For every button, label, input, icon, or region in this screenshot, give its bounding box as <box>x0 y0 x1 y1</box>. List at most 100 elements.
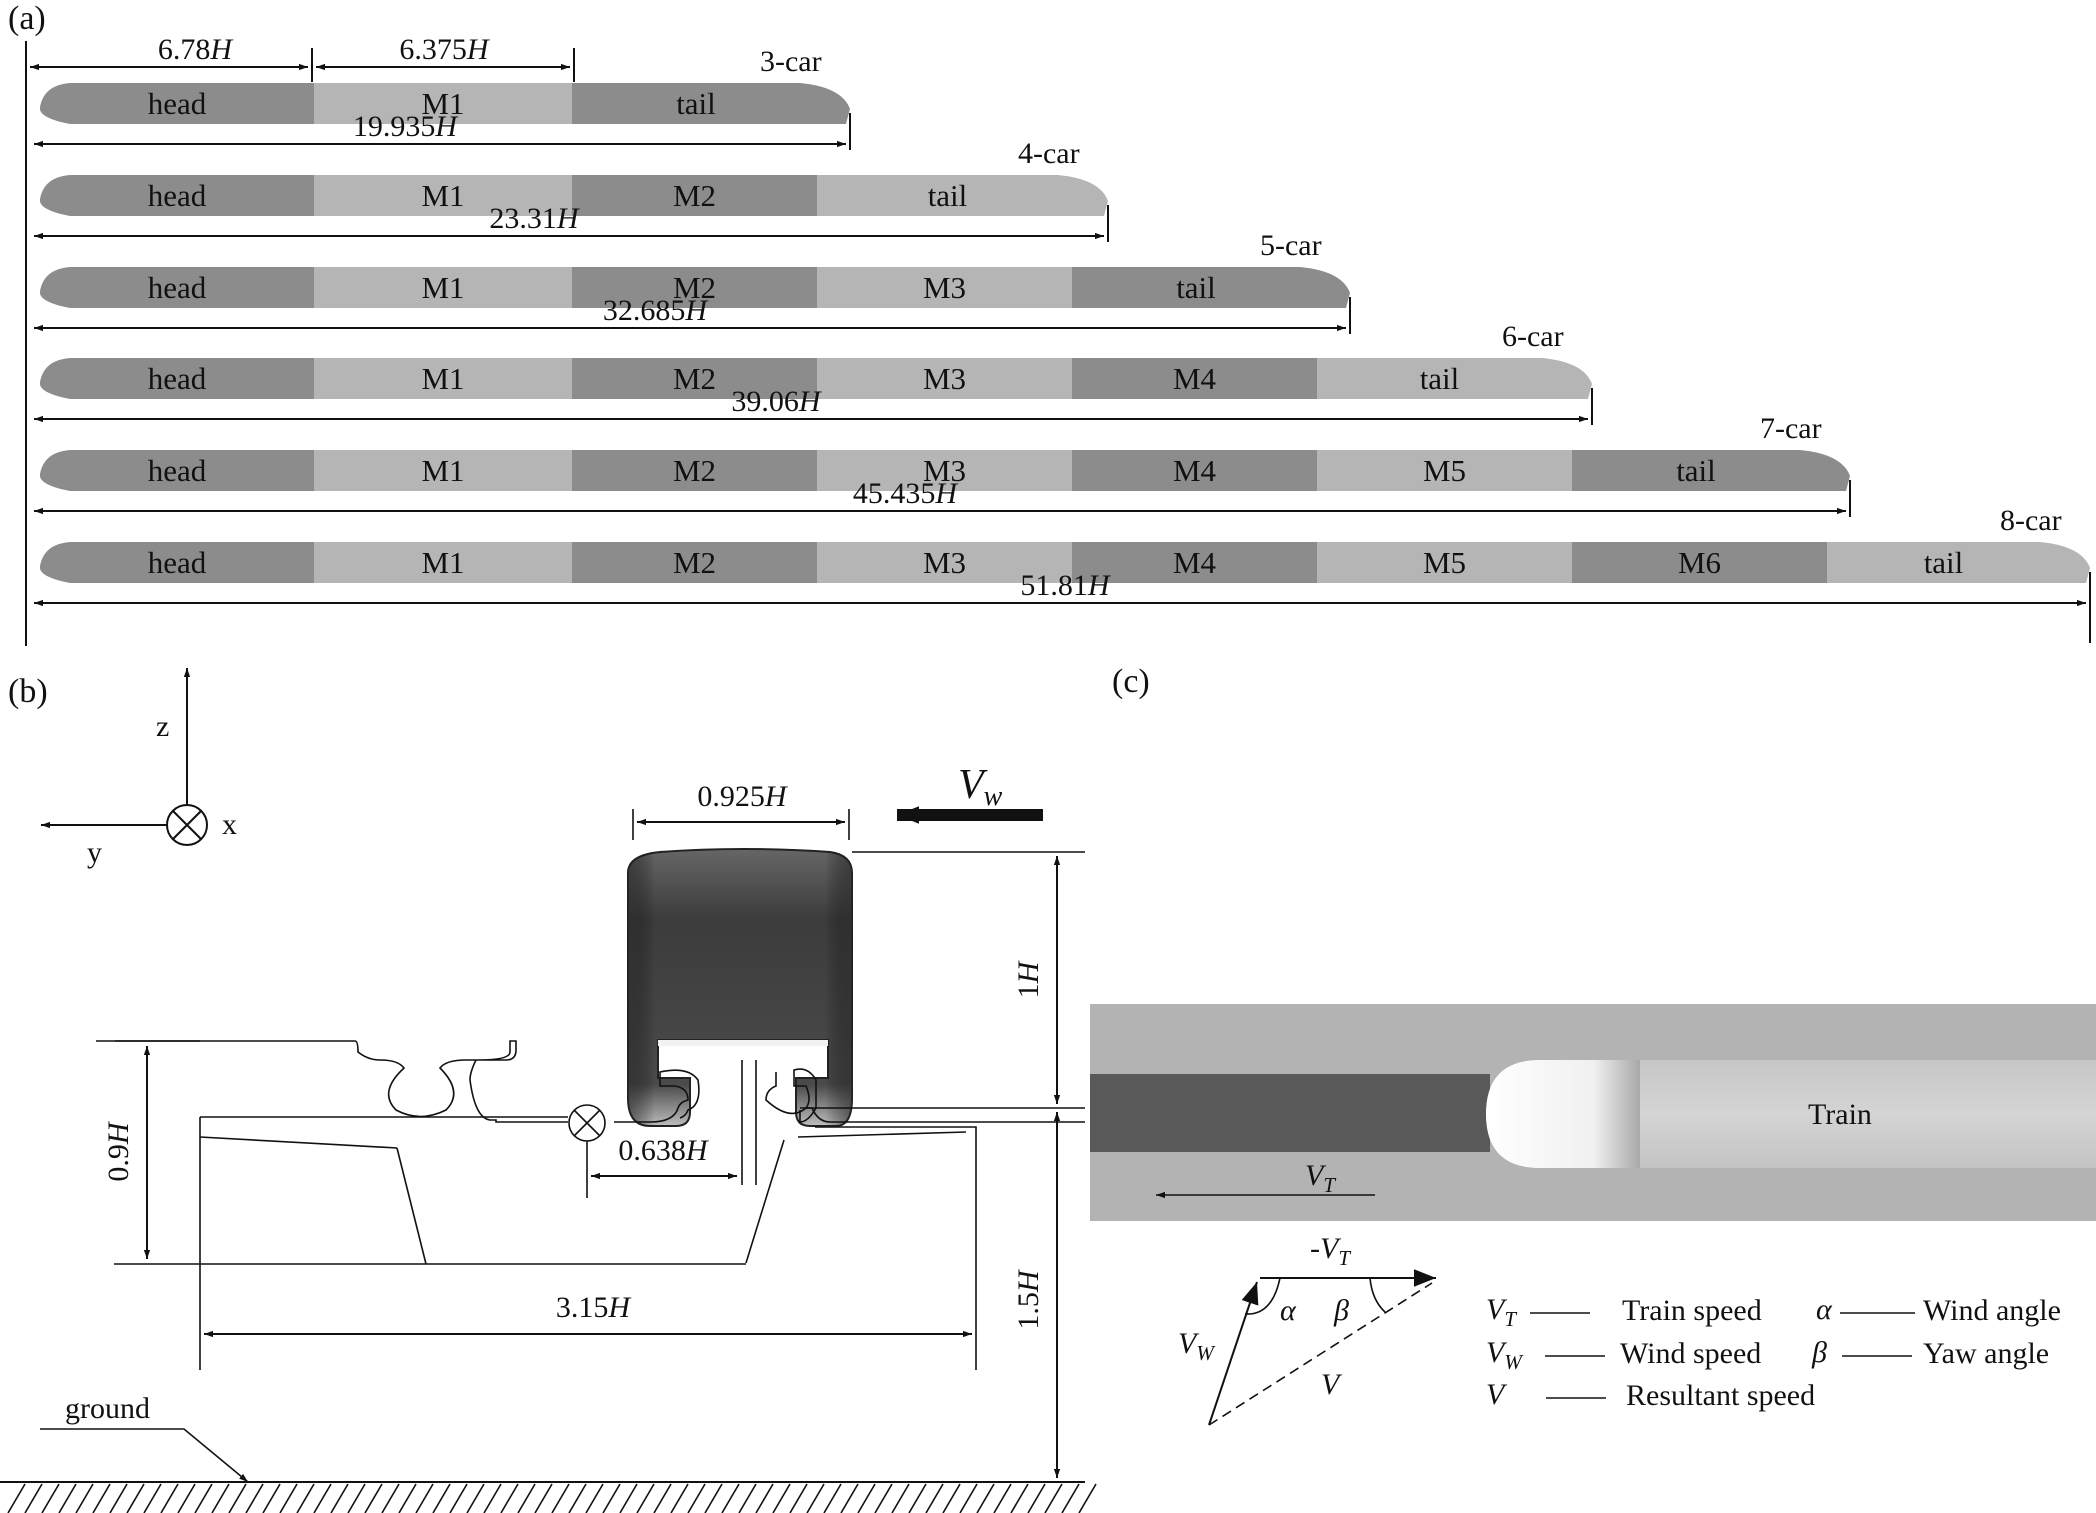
car-label-head: head <box>148 86 207 121</box>
velocity-triangle: -VT VW V α β <box>1178 1232 1436 1426</box>
car-M4 <box>1072 358 1318 399</box>
car-label-M1: M1 <box>421 178 464 213</box>
car-M5 <box>1317 450 1573 491</box>
car-M1 <box>314 542 573 583</box>
car-tail <box>1072 267 1351 308</box>
dim-body-width: 0.925H <box>697 780 789 813</box>
alpha-arc <box>1244 1277 1281 1315</box>
dim-total-length: 23.31H <box>489 202 581 235</box>
car-label-tail: tail <box>1420 361 1460 396</box>
car-label-M1: M1 <box>421 86 464 121</box>
alpha-label: α <box>1280 1294 1297 1327</box>
car-label-head: head <box>148 453 207 488</box>
car-tail <box>1317 358 1593 399</box>
legend-symbol-vt: VT <box>1486 1293 1517 1331</box>
top-view-train: Train VT <box>1090 1004 2096 1221</box>
car-M2 <box>572 175 818 216</box>
symbol-legend: VT Train speed VW Wind speed V Resultant… <box>1486 1293 2061 1412</box>
car-label-M2: M2 <box>673 270 716 305</box>
car-label-M4: M4 <box>1173 545 1217 580</box>
train-label: 3-car <box>760 45 822 78</box>
coordinate-axes: z y x <box>41 668 237 869</box>
x-axis-into-page-icon <box>166 804 208 846</box>
car-label-tail: tail <box>1676 453 1716 488</box>
beta-label: β <box>1333 1294 1349 1327</box>
ground-label: ground <box>65 1392 150 1425</box>
panel-label-a: (a) <box>8 0 46 37</box>
legend-symbol-v: V <box>1486 1378 1508 1411</box>
car-label-M3: M3 <box>923 270 966 305</box>
car-tail <box>1572 450 1851 491</box>
car-M1 <box>314 175 573 216</box>
dim-total-length: 39.06H <box>731 385 823 418</box>
car-M2 <box>572 358 818 399</box>
car-head <box>40 267 315 308</box>
car-M3 <box>817 450 1073 491</box>
car-label-M2: M2 <box>673 545 716 580</box>
car-tail <box>817 175 1109 216</box>
neg-vt-label: -VT <box>1310 1232 1351 1270</box>
car-label-M4: M4 <box>1173 361 1217 396</box>
car-M1 <box>314 450 573 491</box>
legend-symbol-vw: VW <box>1486 1336 1524 1374</box>
dim-beam-height: 0.9H <box>102 1120 135 1182</box>
train-label: 7-car <box>1760 412 1822 445</box>
legend-desc-wind-angle: Wind angle <box>1923 1294 2061 1327</box>
legend-desc-train-speed: Train speed <box>1622 1294 1762 1327</box>
car-label-tail: tail <box>676 86 716 121</box>
dim-head-length: 6.78H <box>158 33 235 66</box>
dim-body-height: 1H <box>1012 959 1045 998</box>
car-label-M2: M2 <box>673 178 716 213</box>
legend-desc-wind-speed: Wind speed <box>1620 1337 1761 1370</box>
car-label-tail: tail <box>928 178 968 213</box>
legend-desc-resultant-speed: Resultant speed <box>1626 1379 1815 1412</box>
car-head <box>40 542 315 583</box>
train-label: 4-car <box>1018 137 1080 170</box>
train-label: 5-car <box>1260 229 1322 262</box>
car-label-M6: M6 <box>1678 545 1721 580</box>
x-axis-label: x <box>222 808 237 841</box>
dim-elevation: 1.5H <box>1012 1268 1045 1330</box>
ground: ground <box>0 1392 1097 1513</box>
dim-total-length: 51.81H <box>1020 569 1112 602</box>
car-head <box>40 83 315 124</box>
car-head <box>40 358 315 399</box>
car-tail <box>1827 542 2091 583</box>
car-label-M3: M3 <box>923 545 966 580</box>
wind-label: Vw <box>958 762 1003 812</box>
y-axis-label: y <box>87 836 102 869</box>
car-label-M2: M2 <box>673 361 716 396</box>
car-M2 <box>572 267 818 308</box>
car-label-M1: M1 <box>421 270 464 305</box>
car-M2 <box>572 450 818 491</box>
crosswind-indicator: Vw <box>897 762 1043 824</box>
car-M1 <box>314 358 573 399</box>
panel-label-b: (b) <box>8 673 48 710</box>
car-M5 <box>1317 542 1573 583</box>
car-label-M5: M5 <box>1423 545 1466 580</box>
dim-total-length: 32.685H <box>603 294 710 327</box>
dim-offset: 0.638H <box>618 1134 710 1167</box>
car-label-M1: M1 <box>421 361 464 396</box>
car-label-head: head <box>148 545 207 580</box>
car-label-M4: M4 <box>1173 453 1217 488</box>
car-label-M5: M5 <box>1423 453 1466 488</box>
car-label-M3: M3 <box>923 361 966 396</box>
car-label-head: head <box>148 270 207 305</box>
train-cross-section <box>627 848 853 1127</box>
car-M1 <box>314 83 573 124</box>
car-M2 <box>572 542 818 583</box>
car-label-M2: M2 <box>673 453 716 488</box>
car-label-head: head <box>148 361 207 396</box>
vw-label: VW <box>1178 1327 1216 1365</box>
legend-symbol-alpha: α <box>1816 1293 1833 1326</box>
car-label-tail: tail <box>1176 270 1216 305</box>
resultant-speed-vector <box>1208 1282 1433 1426</box>
train-label: 6-car <box>1502 320 1564 353</box>
car-tail <box>572 83 851 124</box>
